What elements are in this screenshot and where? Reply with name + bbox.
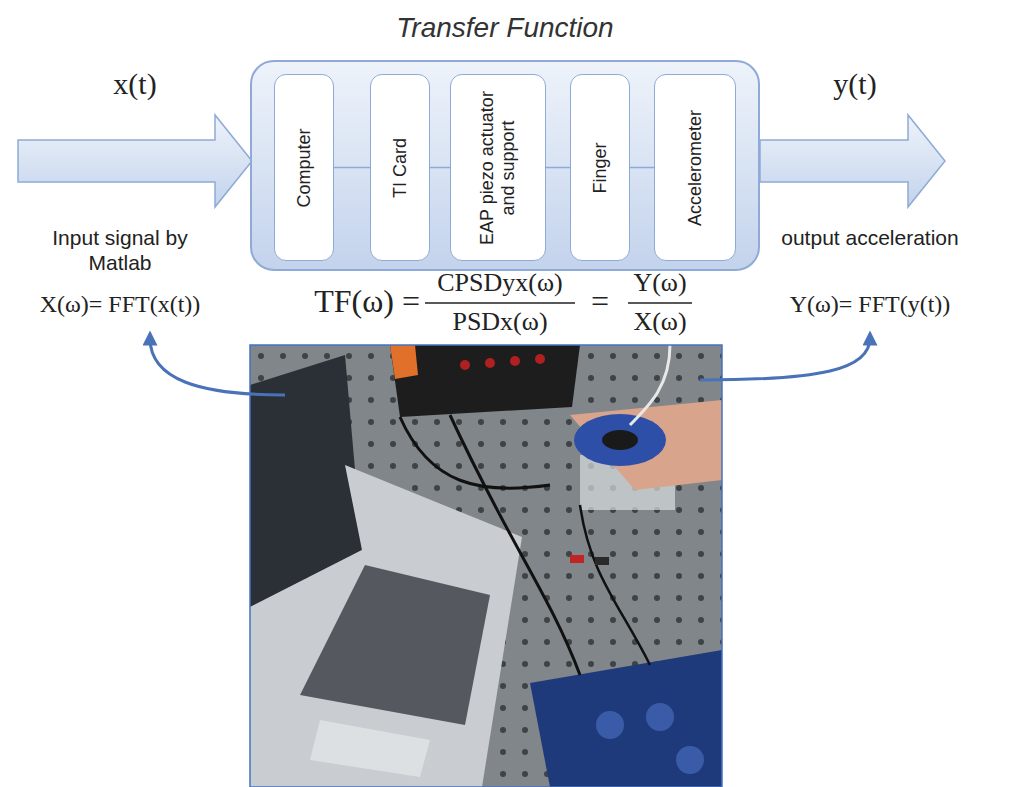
board-pad: [646, 703, 674, 731]
input-block-arrow: [18, 115, 252, 207]
connector: [460, 360, 470, 370]
board-pad: [596, 711, 624, 739]
graphic-part: [250, 345, 722, 787]
block-label: Computer: [294, 128, 315, 207]
formula-term: PSDx(ω): [420, 306, 580, 337]
output-block-arrow: [760, 115, 945, 207]
block-box: TI Card: [370, 74, 430, 261]
fraction-bar: [628, 302, 692, 304]
block-link: [630, 167, 654, 169]
formula-term: Y(ω): [620, 267, 700, 298]
eap-actuator: [574, 414, 666, 466]
block-link: [430, 167, 450, 169]
block-label: Accelerometer: [685, 109, 706, 225]
block-box: Finger: [570, 74, 630, 261]
cable: [450, 415, 580, 675]
connector: [510, 356, 520, 366]
block-link: [546, 167, 570, 169]
block-box: Accelerometer: [654, 74, 736, 261]
signal-label: x(t): [60, 66, 210, 102]
block-link: [334, 167, 370, 169]
photo-frame: [250, 345, 722, 787]
cable: [400, 417, 550, 488]
ti-board: [530, 650, 722, 787]
system-box-fill: [251, 61, 759, 270]
actuator-center: [602, 430, 638, 450]
block-label: Finger: [590, 142, 611, 193]
block-label: TI Card: [390, 137, 411, 197]
connector: [485, 358, 495, 368]
laptop-touchpad: [310, 720, 430, 777]
formula-term: =: [580, 282, 620, 320]
block-label: EAP piezo actuator and support: [477, 85, 518, 250]
fraction-bar: [425, 302, 575, 304]
signal-label: Y(ω)= FFT(y(t)): [750, 290, 990, 319]
daq-box: [390, 345, 580, 417]
signal-label: X(ω)= FFT(x(t)): [0, 290, 240, 319]
laptop-keyboard: [300, 565, 490, 725]
cable: [580, 505, 650, 665]
connector: [535, 354, 545, 364]
optical-table: [250, 345, 722, 787]
board-pad: [676, 746, 704, 774]
hand: [570, 400, 722, 490]
signal-label: output acceleration: [780, 225, 960, 250]
block-box: EAP piezo actuator and support: [450, 74, 546, 261]
block-box: Computer: [274, 74, 334, 261]
alligator-clip: [595, 557, 609, 565]
signal-label: Input signal by Matlab: [35, 225, 205, 275]
cable: [630, 345, 670, 425]
formula-term: TF(ω) =: [270, 282, 420, 320]
curved-arrow: [150, 338, 285, 395]
formula-term: CPSDyx(ω): [420, 267, 580, 298]
laptop-base: [250, 465, 522, 787]
setup-photo: [250, 345, 722, 787]
system-box: Transfer FunctionComputerTI CardEAP piez…: [250, 60, 760, 271]
signal-label: y(t): [780, 66, 930, 102]
box-heading: Transfer Function: [252, 12, 758, 44]
daq-corner: [390, 345, 418, 379]
alligator-clip: [570, 555, 584, 563]
formula-term: X(ω): [620, 306, 700, 337]
curved-arrow: [700, 338, 870, 380]
